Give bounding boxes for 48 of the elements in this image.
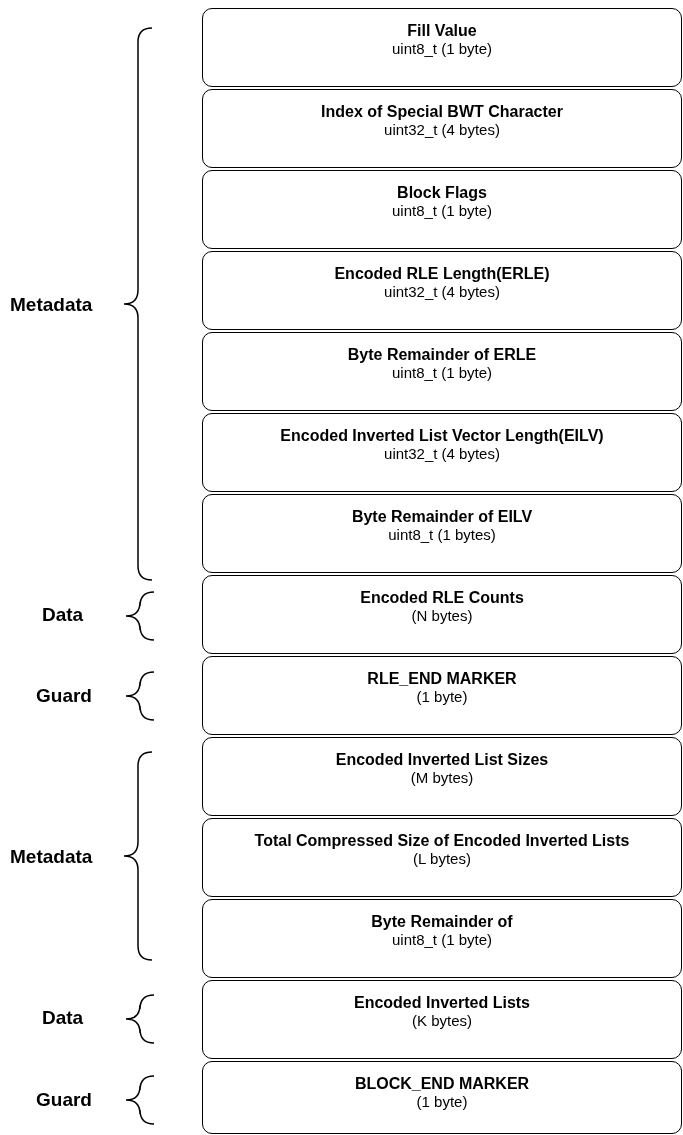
- field-box: [202, 494, 682, 573]
- field-box: [202, 170, 682, 249]
- field-name: Fill Value: [407, 21, 477, 40]
- field-name: Encoded Inverted List Sizes: [335, 750, 549, 769]
- field-size: uint8_t (1 byte): [391, 931, 493, 949]
- field-size: uint32_t (4 bytes): [384, 121, 500, 139]
- field-name: Encoded Inverted Lists: [353, 993, 530, 1012]
- field-box: [202, 980, 682, 1059]
- field-name: RLE_END MARKER: [367, 669, 517, 688]
- field-name: Block Flags: [397, 183, 487, 202]
- group-label: Metadata: [10, 846, 93, 868]
- field-size: uint32_t (4 bytes): [384, 445, 500, 463]
- field-size: (N bytes): [411, 607, 473, 625]
- field-name: Byte Remainder of ERLE: [347, 345, 537, 364]
- field-size: (K bytes): [412, 1012, 472, 1030]
- field-name: Byte Remainder of EILV: [351, 507, 533, 526]
- field-name: Encoded RLE Counts: [360, 588, 524, 607]
- field-size: (1 byte): [416, 688, 468, 706]
- field-box: [202, 575, 682, 654]
- field-size: (1 byte): [416, 1093, 468, 1111]
- field-size: uint8_t (1 byte): [391, 40, 493, 58]
- field-box: [202, 332, 682, 411]
- field-box: [202, 413, 682, 492]
- field-name: BLOCK_END MARKER: [354, 1074, 530, 1093]
- field-name: Encoded Inverted List Vector Length(EILV): [280, 426, 604, 445]
- field-size: (L bytes): [413, 850, 471, 868]
- field-box: [202, 8, 682, 87]
- group-label: Data: [42, 1007, 84, 1029]
- field-name: Byte Remainder of: [371, 912, 513, 931]
- group-label: Data: [42, 604, 84, 626]
- field-name: Total Compressed Size of Encoded Inverted Lists: [254, 831, 630, 850]
- field-box: [202, 737, 682, 816]
- field-box: [202, 251, 682, 330]
- field-size: uint32_t (4 bytes): [384, 283, 500, 301]
- field-size: uint8_t (1 bytes): [388, 526, 496, 544]
- field-name: Index of Special BWT Character: [321, 102, 563, 121]
- field-box: [202, 89, 682, 168]
- field-size: uint8_t (1 byte): [391, 364, 493, 382]
- field-box: [202, 899, 682, 978]
- field-box: [202, 1061, 682, 1134]
- group-label: Guard: [36, 1089, 92, 1111]
- group-label: Guard: [36, 685, 92, 707]
- field-size: (M bytes): [410, 769, 474, 787]
- field-box: [202, 656, 682, 735]
- group-label: Metadata: [10, 294, 93, 316]
- field-name: Encoded RLE Length(ERLE): [334, 264, 550, 283]
- field-box: [202, 818, 682, 897]
- field-size: uint8_t (1 byte): [391, 202, 493, 220]
